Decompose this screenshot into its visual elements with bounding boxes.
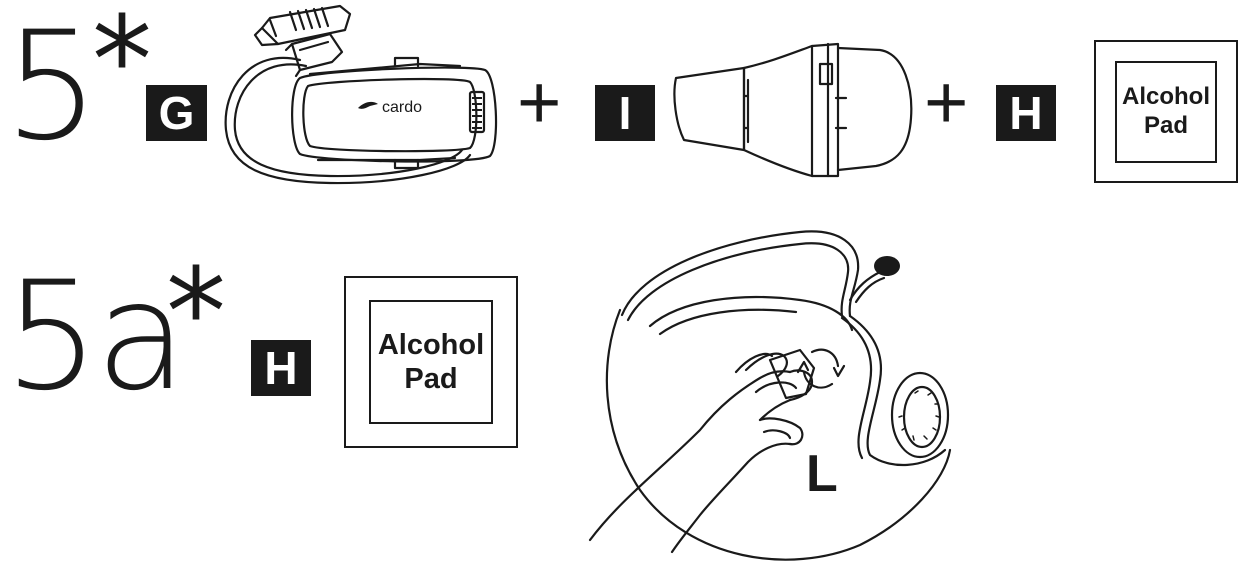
alcohol-pad-5a-label-line1: Alcohol <box>377 328 485 361</box>
label-l: L <box>806 445 838 503</box>
badge-h: H <box>996 85 1056 141</box>
badge-i: I <box>595 85 655 141</box>
alcohol-pad-label-line1: Alcohol <box>1122 83 1210 111</box>
step-5a-asterisk: * <box>166 244 226 383</box>
badge-g: G <box>146 85 207 141</box>
badge-h-5a: H <box>251 340 311 396</box>
step-5-asterisk: * <box>92 0 152 131</box>
alcohol-pad-5a-label-line2: Pad <box>404 363 458 395</box>
plus-sign-2: + <box>924 60 969 145</box>
alcohol-pad-label-line2: Pad <box>1143 111 1188 139</box>
alcohol-pad-icon: Alcohol Pad <box>1094 40 1238 183</box>
step-5a-number: 5a <box>4 250 187 424</box>
cardo-logo: cardo <box>382 99 422 116</box>
alcohol-pad-icon-5a: Alcohol Pad <box>344 276 518 448</box>
step-5-number: 5 <box>4 0 99 174</box>
plus-sign-1: + <box>517 60 562 145</box>
